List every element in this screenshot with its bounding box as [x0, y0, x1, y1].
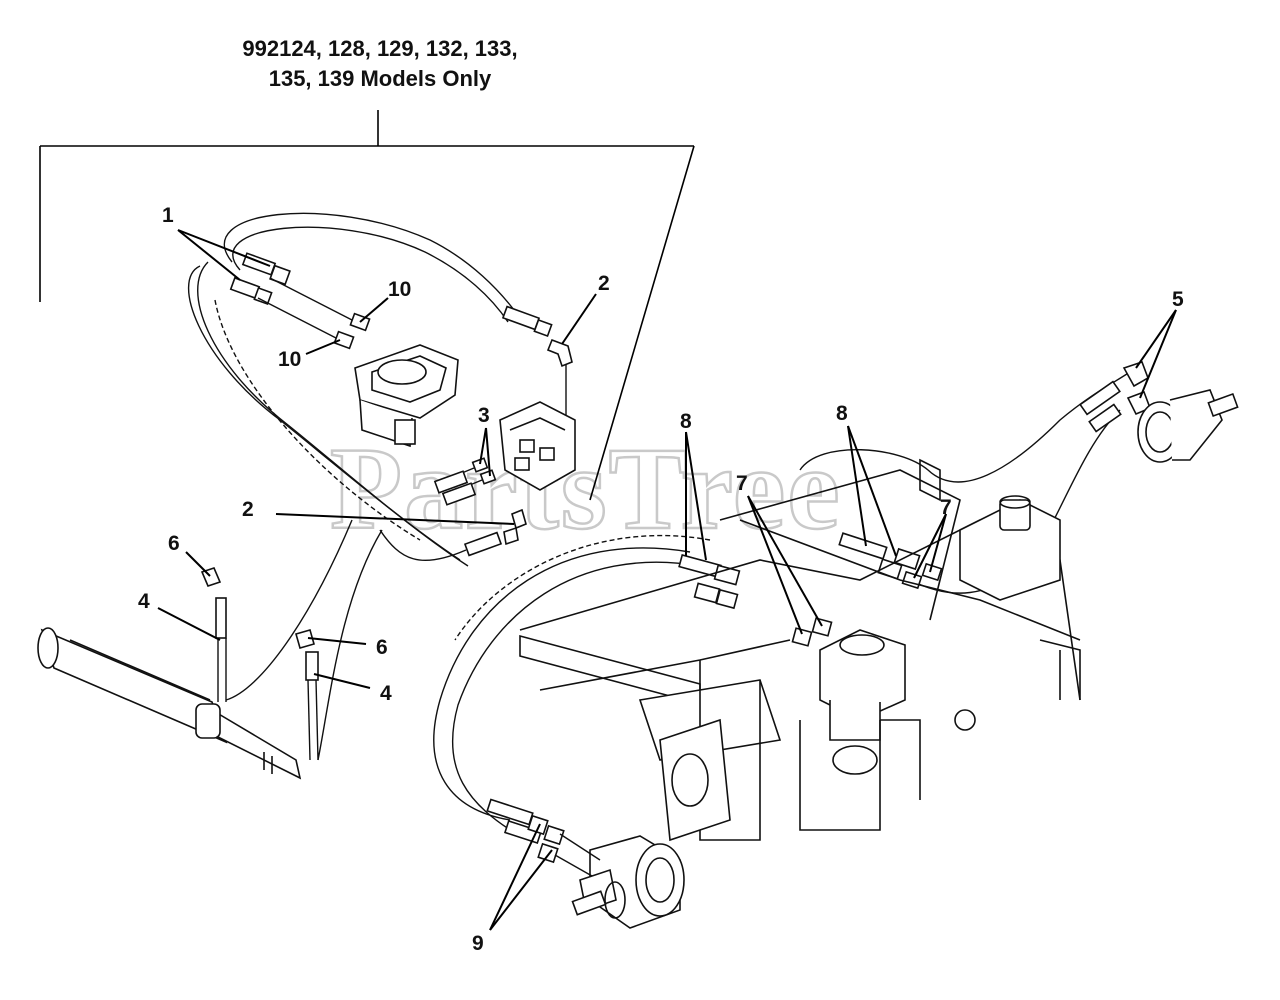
valve-fittings [433, 457, 497, 506]
control-valve [499, 401, 576, 491]
models-note-line-2: 135, 139 Models Only [269, 66, 492, 91]
left-drive-hose-ends [678, 554, 741, 610]
frame-and-pump [519, 458, 1081, 842]
callout-8-left: 8 [680, 410, 692, 433]
callout-10-upper: 10 [388, 278, 411, 301]
models-note-line-1: 992124, 128, 129, 132, 133, [242, 36, 517, 61]
callout-8-right: 8 [836, 402, 848, 425]
callout-2-upper: 2 [598, 272, 610, 295]
drive-hoses [433, 371, 1131, 837]
callout-6-upper: 6 [168, 532, 180, 555]
callout-labels: 1 10 10 2 3 2 6 4 6 4 8 7 8 7 5 9 [138, 204, 1184, 955]
models-bracket [39, 110, 695, 501]
left-wheel-motor [571, 835, 685, 929]
callout-4-right: 4 [380, 682, 392, 705]
charge-pump [354, 344, 459, 448]
upper-right-hose-ends [1079, 360, 1152, 433]
callout-6-right: 6 [376, 636, 388, 659]
callout-2-lower: 2 [242, 498, 254, 521]
lift-cylinder [37, 627, 302, 780]
callout-10-lower: 10 [278, 348, 301, 371]
callout-1: 1 [162, 204, 174, 227]
callout-3: 3 [478, 404, 490, 427]
callout-7-right: 7 [940, 496, 952, 519]
lower-elbow-fittings [379, 508, 527, 562]
callout-7-middle: 7 [736, 472, 748, 495]
callout-4-left: 4 [138, 590, 150, 613]
cylinder-hoses [200, 519, 383, 761]
center-fittings [791, 617, 833, 647]
right-wheel-motor [1137, 389, 1239, 463]
callout-9: 9 [472, 932, 484, 955]
leader-lines [157, 229, 1177, 931]
callout-5: 5 [1172, 288, 1184, 311]
right-drive-hose-ends [838, 532, 943, 590]
lower-hose-ends [486, 798, 601, 877]
